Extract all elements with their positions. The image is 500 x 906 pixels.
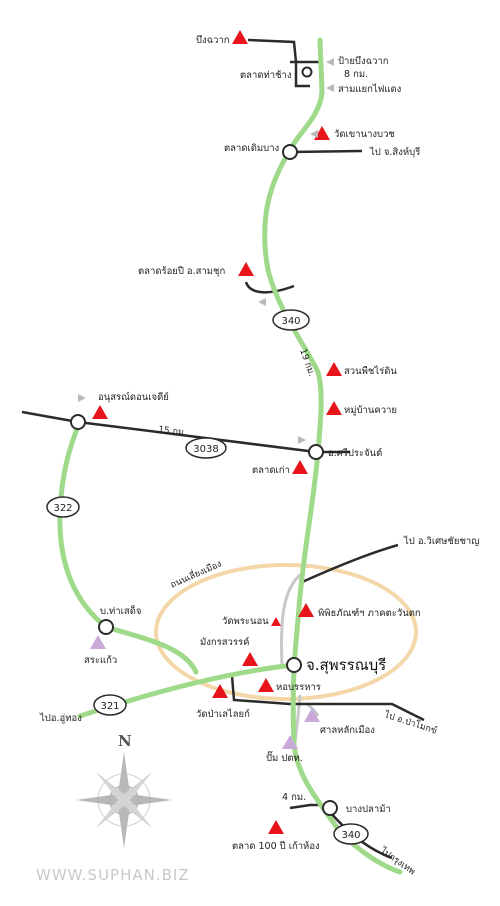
route-number: 340 <box>341 830 360 841</box>
landmark-triangle-sa-kaeo <box>90 635 106 649</box>
attraction-triangle-talat-roi-pi <box>238 262 254 276</box>
label-bang-pla-ma: บางปลาม้า <box>346 804 391 815</box>
junction-si-prachan <box>308 444 324 460</box>
attraction-triangle-talat-kao <box>292 460 308 474</box>
road-bueng-chawak <box>247 38 298 63</box>
attraction-triangle-wat-pa-lelai <box>212 684 228 698</box>
arrow-icon <box>326 84 334 92</box>
label-to-sing-buri: ไป จ.สิงห์บุรี <box>369 146 420 158</box>
route-number: 340 <box>281 316 300 327</box>
label-to-wiset: ไป อ.วิเศษชัยชาญ <box>403 535 479 547</box>
label-talat-tha-chang: ตลาดท่าช้าง <box>240 70 292 81</box>
attraction-triangle-bueng-chawak <box>232 30 248 44</box>
junction-don-chedi <box>70 414 86 430</box>
road-to-pa-mok <box>230 675 425 722</box>
road-sam-chuk <box>244 281 295 294</box>
attraction-triangle-wat-phra-non <box>271 617 281 626</box>
attraction-triangle-mangkon <box>242 652 258 666</box>
route-number: 321 <box>100 701 119 712</box>
label-sam-yaek: สามแยกไฟแดง <box>338 83 401 95</box>
route-shield-340-bottom: 340 <box>333 823 369 845</box>
junction-tha-sadet <box>98 619 114 635</box>
highway-322 <box>57 419 199 675</box>
label-talat-kao: ตลาดเก่า <box>252 465 290 476</box>
landmark-triangle-san-lak-mueang <box>304 708 320 722</box>
label-km15: 15 กม. <box>158 425 188 438</box>
route-shield-321: 321 <box>93 694 127 716</box>
arrow-icon <box>310 130 318 138</box>
label-km8: 8 กม. <box>344 69 368 80</box>
route-number: 3038 <box>193 444 218 455</box>
road-to-sing-buri <box>289 149 363 154</box>
route-number: 322 <box>53 503 72 514</box>
attraction-triangle-suan-phut <box>326 362 342 376</box>
junction-doem-bang <box>282 144 298 160</box>
attraction-triangle-talat-100 <box>268 820 284 834</box>
label-sa-kaeo: สระแก้ว <box>84 655 117 666</box>
compass-north-label: N <box>118 732 132 750</box>
label-ban-tha-sadet: บ.ท่าเสด็จ <box>100 604 141 617</box>
label-muban-khwai: หมู่บ้านควาย <box>344 405 397 416</box>
label-talat-100: ตลาด 100 ปี เก้าห้อง <box>232 840 320 852</box>
website-watermark: WWW.SUPHAN.BIZ <box>36 866 190 884</box>
junction-suphan-buri <box>286 657 302 673</box>
route-shield-340-top: 340 <box>272 309 310 331</box>
road-tha-chang-loop <box>290 60 320 88</box>
label-ho-ban-han: หอบรรหาร <box>276 682 321 693</box>
route-shield-322: 322 <box>46 496 80 518</box>
arrow-icon <box>326 58 334 66</box>
arrow-icon <box>298 436 306 444</box>
label-pump-ptt: ปั๊ม ปตท. <box>266 750 303 764</box>
landmark-triangle-pump-ptt <box>282 735 298 749</box>
label-km4: 4 กม. <box>282 792 306 803</box>
route-shield-3038: 3038 <box>185 437 227 459</box>
attraction-triangle-ho-ban-han <box>258 678 274 692</box>
junction-bang-pla-ma <box>322 800 338 816</box>
arrow-icon <box>258 298 266 306</box>
attraction-triangle-museum <box>298 603 314 617</box>
label-wat-pa-lelai: วัดป่าเลไลยก์ <box>196 708 250 720</box>
label-amphoe-si-prachan: อ.ศรีประจันต์ <box>328 447 382 459</box>
label-to-u-thong: ไปอ.อู่ทอง <box>39 712 82 724</box>
arrow-icon <box>78 394 86 402</box>
label-suphan-buri: จ.สุพรรณบุรี <box>306 656 386 675</box>
compass-rose-icon <box>76 752 172 848</box>
label-san-lak-mueang: ศาลหลักเมือง <box>320 725 375 736</box>
attraction-triangle-muban-khwai <box>326 401 342 415</box>
label-wat-khao-nang-buat: วัดเขานางบวช <box>334 129 395 140</box>
label-wat-phra-non: วัดพระนอน <box>222 616 269 627</box>
label-mangkon: มังกรสวรรค์ <box>200 636 249 648</box>
label-talat-doem-bang: ตลาดเดิมบาง <box>224 143 279 154</box>
label-museum: พิพิธภัณฑ์ฯ ภาคตะวันตก <box>318 607 421 619</box>
label-pai-bueng-chawak: ป้ายบึงฉวาก <box>338 56 389 67</box>
label-suan-phut: สวนพืชไร่ดิน <box>344 365 397 377</box>
label-anusorn-don-chedi: อนุสรณ์ดอนเจดีย์ <box>98 391 169 403</box>
road-3038 <box>21 410 350 454</box>
road-to-wiset <box>299 543 399 585</box>
junction-tha-chang <box>301 66 313 78</box>
label-talat-roi-pi: ตลาดร้อยปี อ.สามชุก <box>138 265 225 277</box>
minor-road-north <box>279 573 302 666</box>
label-bueng-chawak: บึงฉวาก <box>196 35 230 46</box>
ring-road <box>154 563 418 701</box>
attraction-triangle-don-chedi <box>92 405 108 419</box>
